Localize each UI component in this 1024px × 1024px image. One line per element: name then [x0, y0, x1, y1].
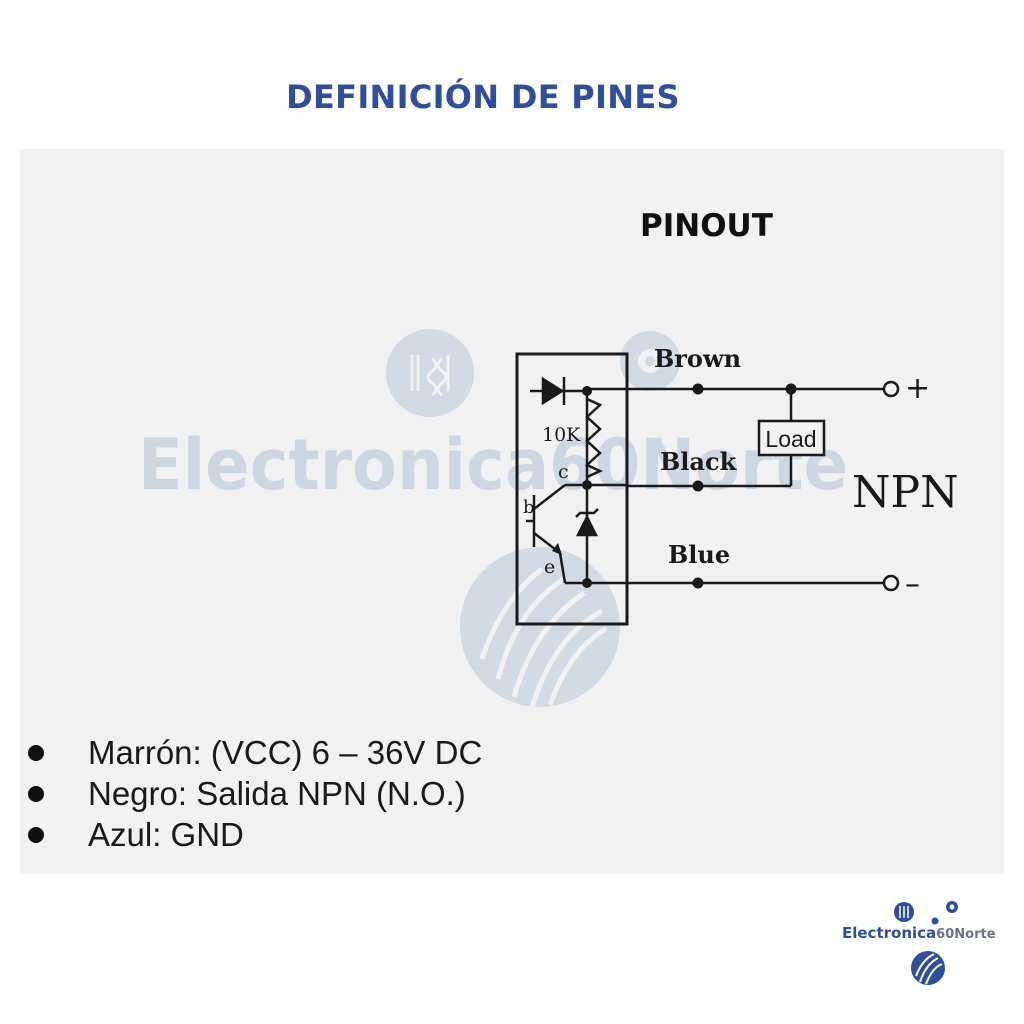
- pinout-heading: PINOUT: [640, 208, 773, 244]
- negative-terminal: [882, 574, 900, 592]
- resistor-label: 10K: [542, 424, 581, 446]
- page-title: DEFINICIÓN DE PINES: [286, 78, 680, 116]
- load-box: [757, 419, 826, 457]
- pin-text: Azul: GND: [88, 816, 244, 853]
- bullet-icon: [28, 786, 44, 802]
- pin-text: Marrón: (VCC) 6 – 36V DC: [88, 734, 483, 771]
- emitter-arrow-icon: [552, 543, 562, 555]
- positive-terminal-label: +: [905, 371, 930, 406]
- pin-text: Negro: Salida NPN (N.O.): [88, 775, 466, 812]
- sensor-box: [515, 352, 629, 626]
- logo-text-part1: Electronica: [842, 924, 936, 942]
- bullet-icon: [28, 827, 44, 843]
- zener-symbol: [565, 483, 627, 585]
- wires: [627, 387, 884, 585]
- logo-text-part2: 60Norte: [936, 927, 996, 942]
- load-label: Load: [765, 426, 816, 452]
- brand-logo: Electronica60Norte: [842, 901, 996, 985]
- pinout-diagram: Electronica60Norte PINOUT 10K: [138, 208, 959, 708]
- negative-terminal-label: –: [905, 567, 920, 602]
- pinout-panel: Electronica60Norte PINOUT 10K: [20, 149, 1004, 874]
- watermark-text: Electronica60Norte: [138, 424, 848, 506]
- resistor-symbol: [584, 387, 627, 485]
- wire-label-blue: Blue: [668, 540, 730, 569]
- collector-label: c: [558, 461, 569, 483]
- output-type-label: NPN: [852, 467, 959, 518]
- wire-label-brown: Brown: [654, 344, 741, 373]
- wire-label-black: Black: [660, 447, 738, 476]
- emitter-label: e: [544, 556, 555, 578]
- bullet-icon: [28, 745, 44, 761]
- positive-terminal: [882, 380, 900, 398]
- watermark: Electronica60Norte: [138, 329, 848, 708]
- diode-symbol: [530, 376, 587, 406]
- base-label: b: [523, 497, 535, 518]
- svg-text:Electronica60Norte: Electronica60Norte: [842, 924, 996, 942]
